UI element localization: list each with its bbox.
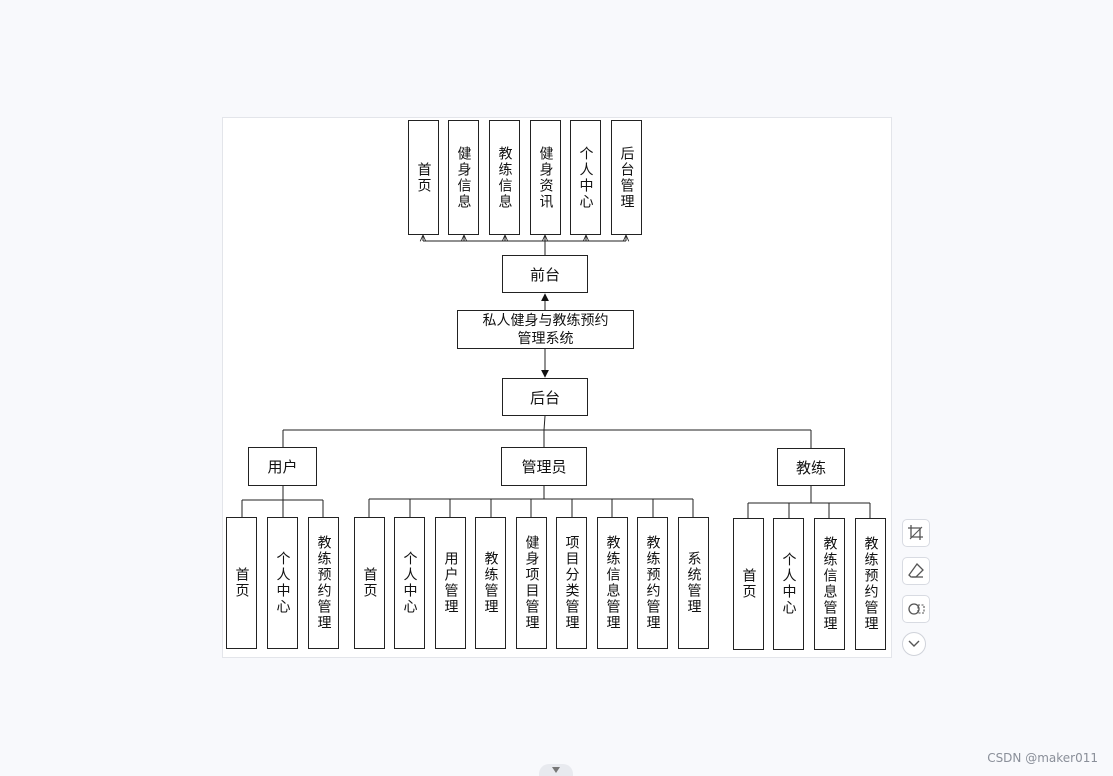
- coach-module-label: 首页: [740, 568, 757, 600]
- admin-module-box: 教练管理: [475, 517, 506, 649]
- bottom-handle[interactable]: [539, 764, 573, 776]
- admin-module-label: 教练预约管理: [644, 535, 661, 631]
- coach-module-label: 教练预约管理: [862, 536, 879, 632]
- front-module-box: 健身信息: [448, 120, 479, 235]
- front-module-box: 健身资讯: [530, 120, 561, 235]
- user-module-label: 教练预约管理: [315, 535, 332, 631]
- front-module-box: 教练信息: [489, 120, 520, 235]
- front-module-box: 后台管理: [611, 120, 642, 235]
- admin-module-box: 教练信息管理: [597, 517, 628, 649]
- admin-module-label: 项目分类管理: [563, 535, 580, 631]
- front-module-box: 首页: [408, 120, 439, 235]
- front-module-label: 首页: [415, 161, 432, 194]
- role-node-admin: 管理员: [501, 447, 587, 486]
- coach-module-label: 个人中心: [780, 552, 797, 616]
- admin-module-box: 健身项目管理: [516, 517, 547, 649]
- coach-module-box: 个人中心: [773, 518, 804, 650]
- caret-down-icon: [552, 767, 560, 773]
- shape-button[interactable]: [902, 595, 930, 623]
- backend-node: 后台: [502, 378, 588, 416]
- admin-module-label: 系统管理: [685, 551, 702, 615]
- admin-module-label: 健身项目管理: [523, 535, 540, 631]
- frontend-node: 前台: [502, 255, 588, 293]
- frontend-label: 前台: [529, 265, 560, 284]
- admin-module-box: 教练预约管理: [637, 517, 668, 649]
- admin-module-box: 项目分类管理: [556, 517, 587, 649]
- admin-module-label: 教练信息管理: [604, 535, 621, 631]
- admin-module-label: 首页: [361, 567, 378, 599]
- crop-icon: [908, 525, 923, 540]
- front-module-label: 后台管理: [618, 145, 635, 210]
- front-module-label: 教练信息: [496, 145, 513, 210]
- coach-module-box: 首页: [733, 518, 764, 650]
- user-module-box: 教练预约管理: [308, 517, 339, 649]
- collapse-button[interactable]: [902, 632, 926, 656]
- user-module-box: 个人中心: [267, 517, 298, 649]
- system-node: 私人健身与教练预约 管理系统: [457, 310, 634, 349]
- role-label: 教练: [795, 458, 826, 477]
- role-label: 用户: [267, 458, 298, 476]
- front-module-label: 健身信息: [455, 145, 472, 210]
- system-title-line2: 管理系统: [517, 330, 574, 347]
- crop-button[interactable]: [902, 519, 930, 547]
- admin-module-label: 个人中心: [401, 551, 418, 615]
- user-module-label: 个人中心: [274, 551, 291, 615]
- front-module-label: 健身资讯: [537, 145, 554, 210]
- eraser-button[interactable]: [902, 557, 930, 585]
- front-module-box: 个人中心: [570, 120, 601, 235]
- chevron-down-icon: [908, 640, 920, 647]
- eraser-icon: [908, 563, 924, 578]
- admin-module-box: 系统管理: [678, 517, 709, 649]
- user-module-label: 首页: [233, 567, 250, 599]
- shape-icon: [908, 603, 925, 615]
- role-node-user: 用户: [248, 447, 317, 486]
- watermark: CSDN @maker011: [987, 751, 1098, 765]
- coach-module-box: 教练预约管理: [855, 518, 886, 650]
- role-label: 管理员: [521, 458, 567, 476]
- front-module-label: 个人中心: [577, 145, 594, 210]
- coach-module-box: 教练信息管理: [814, 518, 845, 650]
- coach-module-label: 教练信息管理: [821, 536, 838, 632]
- admin-module-box: 用户管理: [435, 517, 466, 649]
- admin-module-label: 用户管理: [442, 551, 459, 615]
- system-title-line1: 私人健身与教练预约: [482, 312, 609, 329]
- user-module-box: 首页: [226, 517, 257, 649]
- admin-module-box: 个人中心: [394, 517, 425, 649]
- admin-module-label: 教练管理: [482, 551, 499, 615]
- backend-label: 后台: [529, 388, 560, 407]
- admin-module-box: 首页: [354, 517, 385, 649]
- role-node-coach: 教练: [777, 448, 845, 486]
